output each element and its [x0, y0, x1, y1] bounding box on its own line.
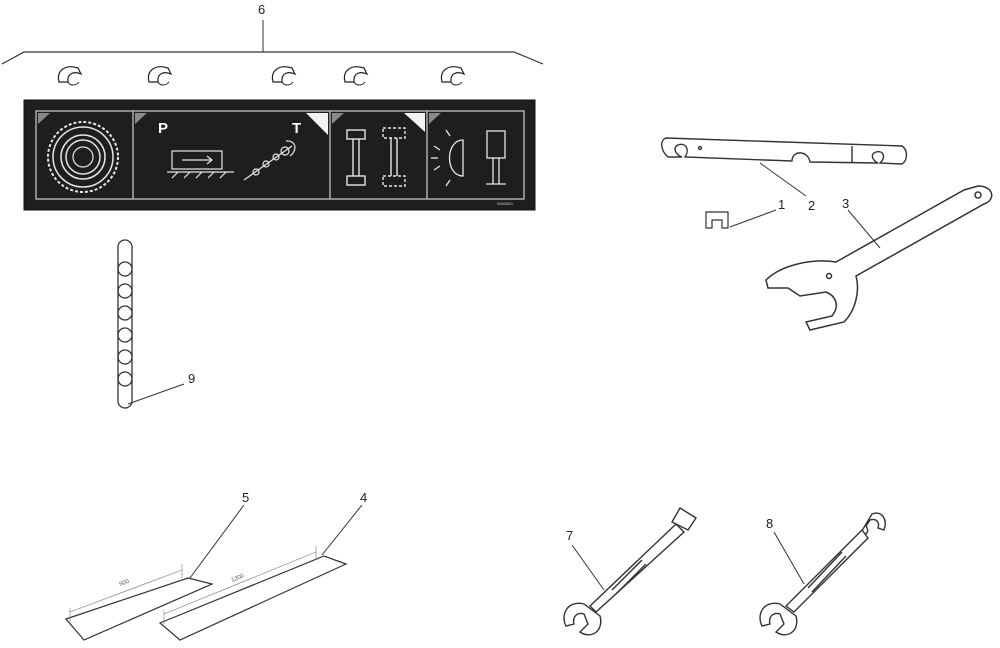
leader-line-7 — [571, 544, 605, 591]
callout-6: 6 — [258, 2, 265, 17]
callout-1: 1 — [778, 197, 785, 212]
flat-bar-tool — [661, 137, 908, 165]
short-strip-dimension: 600 — [119, 579, 131, 588]
clip-icon — [147, 66, 173, 86]
clip-icon — [343, 66, 369, 86]
callout-9: 9 — [188, 371, 195, 386]
callout-8: 8 — [766, 516, 773, 531]
callout-3: 3 — [842, 196, 849, 211]
tyre-icon — [47, 121, 119, 193]
callout-2: 2 — [808, 198, 815, 213]
short-strip: 600 — [64, 564, 214, 641]
clips-group: 6 — [1, 2, 544, 86]
parking-brake-icon — [167, 150, 234, 179]
leader-line-1 — [729, 209, 777, 228]
decal-code: 0000000 — [497, 201, 513, 206]
chain-icon — [117, 239, 185, 409]
towing-letter: T — [292, 120, 301, 137]
wrench-icon — [563, 507, 697, 636]
parking-letter: P — [158, 120, 168, 137]
decal-panel: P T — [23, 99, 536, 211]
leader-line-4 — [321, 504, 363, 556]
long-strip-dimension: 1200 — [231, 573, 246, 584]
leader-line-2 — [759, 162, 807, 197]
leader-line-3 — [847, 209, 881, 249]
spanner-icon — [765, 185, 993, 331]
group-bracket — [1, 51, 544, 65]
clip-icon — [271, 66, 297, 86]
leader-line-5 — [189, 504, 245, 579]
spacer-block — [705, 211, 729, 229]
axle-icon — [346, 127, 406, 187]
callout-4: 4 — [360, 490, 367, 505]
light-icon — [431, 129, 506, 187]
callout-7: 7 — [566, 528, 573, 543]
spanner-icon — [759, 512, 886, 636]
callout-5: 5 — [242, 490, 249, 505]
long-strip: 1200 — [158, 546, 348, 641]
leader-line-8 — [773, 531, 805, 585]
clip-icon — [440, 66, 466, 86]
towing-icon — [243, 140, 296, 181]
clip-icon — [57, 66, 83, 86]
